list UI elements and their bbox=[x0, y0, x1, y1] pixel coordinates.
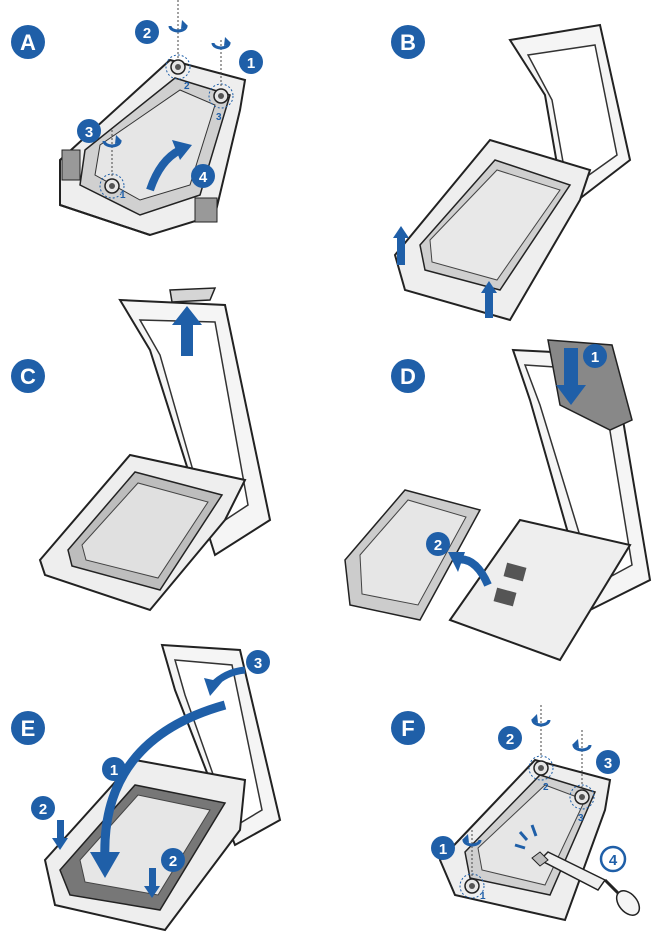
rotate-arrow-icon bbox=[570, 737, 592, 752]
screw-highlight bbox=[165, 54, 191, 80]
screw-label: 1 bbox=[480, 891, 486, 902]
screw-highlight bbox=[569, 784, 595, 810]
step-badge: 2 bbox=[426, 532, 450, 556]
up-arrow-icon bbox=[172, 306, 202, 356]
screw-label: 3 bbox=[578, 813, 584, 824]
panel-b: B bbox=[391, 23, 632, 322]
rotate-arrow-icon bbox=[211, 35, 233, 50]
svg-text:2: 2 bbox=[506, 731, 514, 748]
step-badge: 2 bbox=[161, 848, 185, 872]
down-arrow-icon bbox=[556, 348, 586, 405]
panel-e: E 1 2 2 3 bbox=[11, 643, 282, 932]
panel-a: A 2 3 1 2 1 3 4 bbox=[11, 0, 263, 237]
socket-cover-tab bbox=[169, 287, 217, 303]
close-arrow-icon bbox=[100, 700, 227, 861]
svg-text:4: 4 bbox=[609, 852, 618, 869]
screw-2 bbox=[533, 760, 549, 776]
svg-text:3: 3 bbox=[604, 755, 612, 772]
panel-letter: C bbox=[20, 364, 36, 389]
screw-3 bbox=[574, 789, 590, 805]
panel-letter: E bbox=[21, 716, 36, 741]
svg-text:2: 2 bbox=[169, 853, 177, 870]
screw-1 bbox=[464, 878, 480, 894]
thermal-paste-syringe-icon bbox=[514, 824, 641, 916]
step-badge: 1 bbox=[431, 836, 455, 860]
panel-letter-badge: B bbox=[391, 25, 425, 59]
step-badge: 2 bbox=[31, 796, 55, 820]
svg-text:2: 2 bbox=[434, 537, 442, 554]
panel-letter: D bbox=[400, 364, 416, 389]
screw-highlight bbox=[528, 755, 554, 781]
panel-letter-badge: C bbox=[11, 359, 45, 393]
panel-letter-badge: D bbox=[391, 359, 425, 393]
panel-letter: F bbox=[401, 716, 414, 741]
lift-arrow-icon bbox=[172, 140, 192, 160]
screw-label: 2 bbox=[184, 81, 190, 92]
step-badge: 1 bbox=[239, 50, 263, 74]
screw-3 bbox=[213, 88, 229, 104]
svg-text:1: 1 bbox=[247, 55, 255, 72]
screw-label: 2 bbox=[543, 782, 549, 793]
svg-text:3: 3 bbox=[85, 124, 93, 141]
panel-letter-badge: A bbox=[11, 25, 45, 59]
svg-text:1: 1 bbox=[439, 841, 447, 858]
step-badge: 3 bbox=[596, 750, 620, 774]
socket-pad bbox=[493, 587, 517, 607]
panel-letter: A bbox=[20, 30, 36, 55]
svg-text:2: 2 bbox=[39, 801, 47, 818]
step-badge-outline: 4 bbox=[599, 845, 627, 873]
panel-c: C bbox=[11, 287, 272, 612]
svg-text:1: 1 bbox=[110, 762, 118, 779]
socket-frame bbox=[59, 58, 247, 237]
rotate-arrow-icon bbox=[529, 712, 551, 727]
step-badge: 4 bbox=[191, 164, 215, 188]
screw-label: 3 bbox=[216, 112, 222, 123]
svg-text:4: 4 bbox=[199, 169, 208, 186]
down-arrow-icon bbox=[52, 820, 160, 898]
socket-frame bbox=[448, 518, 632, 662]
step-badge: 3 bbox=[246, 650, 270, 674]
svg-text:3: 3 bbox=[254, 655, 262, 672]
socket-pad bbox=[503, 562, 527, 582]
panel-letter-badge: F bbox=[391, 711, 425, 745]
screw-label: 1 bbox=[120, 190, 126, 201]
screw-1 bbox=[104, 178, 120, 194]
svg-text:1: 1 bbox=[591, 349, 599, 366]
step-badge: 1 bbox=[583, 344, 607, 368]
panel-letter-badge: E bbox=[11, 711, 45, 745]
svg-text:2: 2 bbox=[143, 25, 151, 42]
cpu bbox=[79, 794, 211, 896]
panel-d: D 1 2 bbox=[344, 339, 652, 662]
screw-2 bbox=[170, 59, 186, 75]
step-badge: 1 bbox=[102, 757, 126, 781]
panel-f: F 2 3 1 2 3 1 4 bbox=[391, 705, 641, 922]
rotate-arrow-icon bbox=[168, 18, 190, 33]
step-badge: 3 bbox=[77, 119, 101, 143]
step-badge: 2 bbox=[498, 726, 522, 750]
panel-letter: B bbox=[400, 30, 416, 55]
lift-arrow-icon bbox=[393, 226, 497, 318]
step-badge: 2 bbox=[135, 20, 159, 44]
